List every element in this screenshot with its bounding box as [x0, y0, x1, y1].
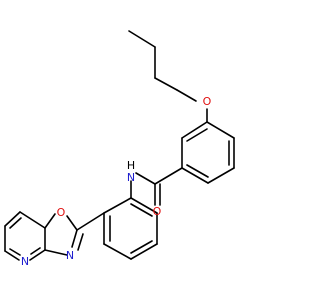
bond-pyr-double-c — [30, 247, 41, 255]
bond-ring1-f — [181, 121, 208, 139]
bond-pyr-d — [4, 250, 20, 261]
bond-propyl-1 — [128, 30, 156, 48]
bond-ring1-c — [207, 167, 235, 184]
ether-oxygen-label: O — [203, 95, 212, 108]
amide-nitrogen-label: N — [127, 171, 135, 184]
oxazole-nitrogen-label: N — [66, 249, 74, 262]
bond-oxazole-c3a-n — [44, 249, 68, 256]
bond-oxazole-n-c2 — [71, 229, 78, 248]
bond-ring2-d — [130, 243, 158, 260]
bond-ring2-double-c — [130, 203, 153, 217]
bond-propyl-ether — [176, 89, 197, 102]
pyridine-nitrogen-label: N — [21, 255, 29, 268]
bond-ring2-f — [130, 197, 158, 214]
bond-layer — [4, 30, 235, 261]
bond-pyr-a — [19, 211, 46, 229]
bond-propyl-3 — [154, 77, 178, 91]
oxazole-oxygen-label: O — [57, 206, 66, 219]
bond-ring1-double-c — [186, 128, 208, 142]
bond-pyr-double-a — [9, 217, 22, 229]
carbonyl-oxygen-label: O — [153, 205, 162, 218]
bond-carbonyl-nh — [135, 172, 156, 185]
bond-ring1-d — [181, 167, 209, 184]
bond-ring2-a — [103, 197, 132, 214]
bond-ring1-double-b — [186, 164, 209, 178]
bond-ring2-double-b — [130, 240, 153, 254]
amide-hydrogen-label: H — [127, 159, 135, 172]
bond-ring2-oxazole — [76, 212, 105, 231]
bond-oxazole-o-c7a — [44, 213, 56, 229]
atom-layer: O O H N O N N — [21, 95, 212, 268]
bond-pyr-e — [29, 249, 46, 261]
bond-ring1-carbonyl — [154, 167, 183, 185]
bond-pyr-double-b — [9, 248, 21, 256]
bond-pyr-b — [4, 211, 21, 227]
bond-oxazole-c2-o — [66, 215, 78, 231]
bond-ring2-c — [103, 243, 132, 260]
bond-oxazole-n-c2-double — [77, 233, 84, 251]
bond-ring1-a — [206, 121, 235, 139]
molecule-structure: O O H N O N N — [4, 30, 235, 268]
